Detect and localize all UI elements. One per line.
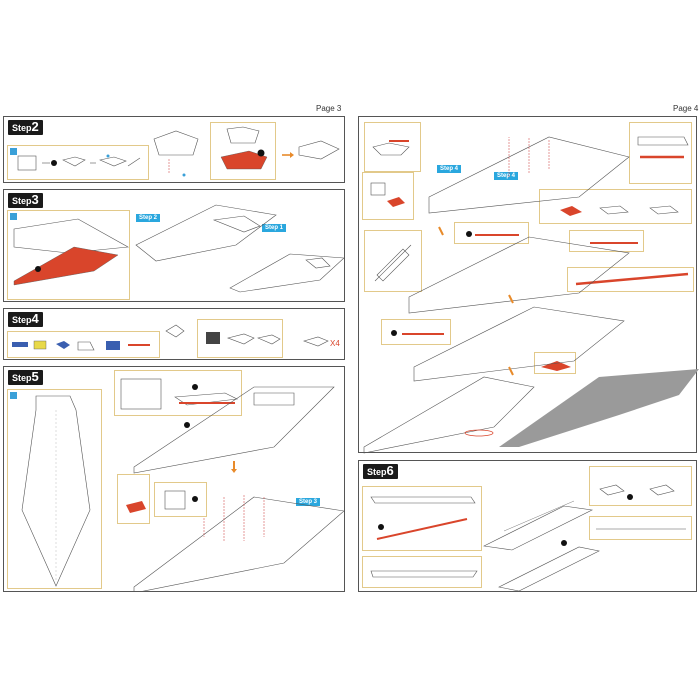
step-2-assembly-drawing: [153, 130, 340, 177]
page-4-upper: Step 4 Step 4: [358, 116, 699, 454]
p4-part-c: [637, 136, 689, 159]
step-5-panel: Step5 Step 3: [3, 366, 345, 592]
step-4-panel: Step4 X4: [3, 308, 345, 360]
p4-part-h: [575, 272, 689, 286]
p4-callout-d: [539, 189, 692, 224]
step-4-title: Step4: [8, 312, 43, 327]
step-5-hull-drawing: [21, 395, 91, 587]
p4-assembly-drawing: [363, 136, 699, 454]
step-tag-3: Step 3: [296, 498, 321, 506]
step-6-title: Step6: [363, 464, 398, 479]
step-tag-4b: Step 4: [494, 172, 519, 180]
step-5-title: Step5: [8, 370, 43, 385]
p4-part-b: [370, 182, 405, 207]
page-label-right: Page 4: [673, 104, 699, 113]
p4-callout-a: [364, 122, 421, 172]
multiplier-label: X4: [330, 339, 340, 348]
p4-part-d: [560, 205, 679, 216]
p4-part-g: [590, 242, 638, 244]
step-5-top-parts: [120, 378, 239, 410]
s6-callout-d: [362, 556, 482, 588]
p4-callout-b: [362, 172, 414, 220]
step-3-title: Step3: [8, 193, 43, 208]
p4-callout-c: [629, 122, 692, 184]
step-2-panel: Step2: [3, 116, 345, 183]
p4-part-j: [541, 361, 571, 371]
p4-callout-e: [364, 230, 422, 292]
p4-part-a: [372, 140, 410, 156]
step-2-callout-a: [7, 145, 149, 180]
step-4-callout-b: [197, 319, 283, 358]
step-6-panel: Step6: [358, 460, 697, 592]
step-2-parts-drawing: [17, 154, 141, 171]
part-badge: [10, 392, 17, 399]
s6-part-a: [370, 496, 476, 540]
p4-part-i: [391, 330, 444, 336]
step-4-assembly-parts: [206, 332, 281, 345]
step-2-red-part-drawing: [220, 126, 268, 170]
step-tag-4a: Step 4: [437, 165, 462, 173]
step-5-callout-mid: [154, 482, 207, 517]
step-4-parts-drawing: [12, 340, 150, 351]
step-5-callout-top: [114, 370, 242, 416]
step-2-callout-b: [210, 122, 276, 180]
step-tag-2: Step 2: [136, 214, 161, 222]
step-3-panel: Step3 Step 2 Step 1: [3, 189, 345, 302]
step-3-assembly-drawing: [135, 204, 344, 293]
step-4-callout-a: [7, 331, 160, 358]
p4-part-e: [374, 244, 412, 282]
step-5-assembly-drawing: [133, 386, 344, 591]
s6-callout-a: [362, 486, 482, 551]
s6-part-b: [599, 484, 675, 500]
step-5-small-part: [126, 501, 146, 513]
p4-callout-j: [534, 352, 576, 374]
step-5-mid-part: [164, 490, 198, 510]
part-badge: [10, 148, 17, 155]
step-3-wing-drawing: [13, 218, 129, 286]
page-label-left: Page 3: [316, 104, 342, 113]
step-6-assembly-drawing: [483, 500, 600, 591]
step-4-result-drawing: [165, 324, 329, 347]
p4-part-f: [466, 231, 519, 237]
s6-callout-c: [589, 516, 692, 540]
s6-part-c: [596, 528, 686, 530]
step-tag-1: Step 1: [262, 224, 287, 232]
p4-callout-h: [567, 267, 694, 292]
s6-callout-b: [589, 466, 692, 506]
step-5-callout-small: [117, 474, 150, 524]
s6-part-d: [370, 570, 478, 578]
step-3-callout: [7, 210, 130, 300]
step-5-callout-hull: [7, 389, 102, 589]
step-2-title: Step2: [8, 120, 43, 135]
p4-callout-i: [381, 319, 451, 345]
p4-callout-f: [454, 222, 529, 244]
part-badge: [10, 213, 17, 220]
